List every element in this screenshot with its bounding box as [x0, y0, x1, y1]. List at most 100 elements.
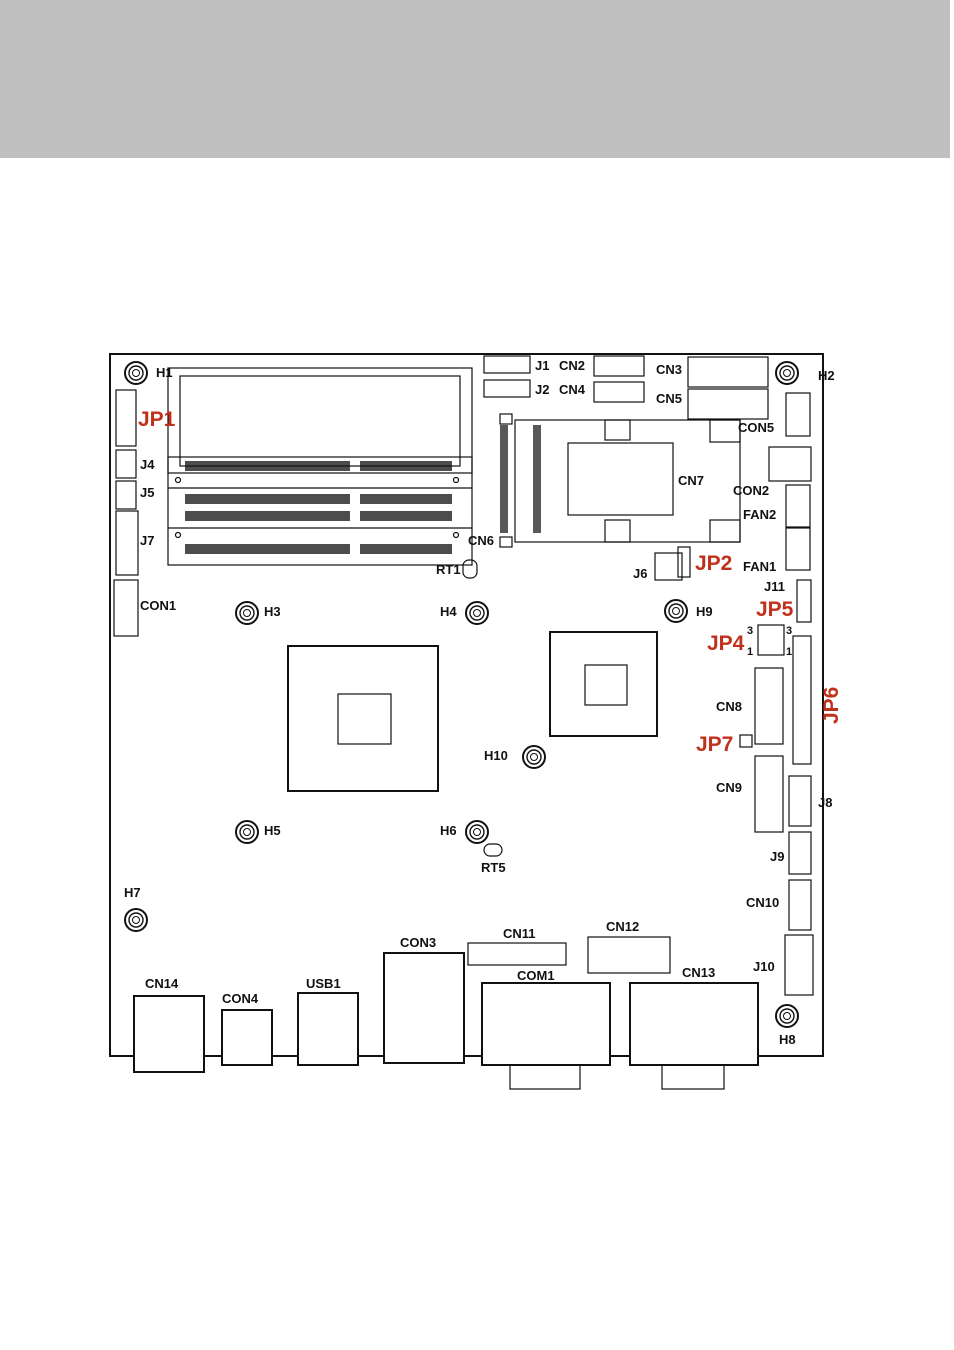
- mounting-hole-h8: [775, 1004, 799, 1028]
- label-cn9: CN9: [716, 780, 742, 795]
- mounting-hole-h5: [235, 820, 259, 844]
- mounting-hole-h9: [664, 599, 688, 623]
- label-j6: J6: [633, 566, 647, 581]
- label-h9: H9: [696, 604, 713, 619]
- label-jp6: JP6: [820, 687, 843, 724]
- cn5-sata: [687, 388, 769, 420]
- label-j5: J5: [140, 485, 154, 500]
- j5-header: [115, 480, 137, 510]
- pin-mark-3-left: 3: [747, 625, 753, 637]
- mounting-hole-h1: [124, 361, 148, 385]
- j7-header: [115, 510, 139, 576]
- label-fan1: FAN1: [743, 559, 776, 574]
- label-cn11: CN11: [503, 926, 536, 941]
- chipset: [549, 631, 658, 737]
- cn13-port: [629, 982, 759, 1066]
- label-con2: CON2: [733, 483, 769, 498]
- label-h8: H8: [779, 1032, 796, 1047]
- mounting-hole-h10: [522, 745, 546, 769]
- pin-mark-3-right: 3: [786, 625, 792, 637]
- label-j11: J11: [764, 579, 785, 594]
- cn13-dsub: [661, 1064, 725, 1090]
- con3-port: [383, 952, 465, 1064]
- j4-header: [115, 449, 137, 479]
- com1-port: [481, 982, 611, 1066]
- fan2-header: [785, 484, 811, 528]
- cn8-connector: [754, 667, 784, 745]
- mounting-hole-h4: [465, 601, 489, 625]
- label-h6: H6: [440, 823, 457, 838]
- header-banner: [0, 0, 950, 158]
- j9-header: [788, 831, 812, 875]
- label-cn8: CN8: [716, 699, 742, 714]
- j1-header: [483, 355, 531, 374]
- con5-header: [785, 392, 811, 437]
- label-cn14: CN14: [145, 976, 179, 991]
- sodimm-sockets: [167, 367, 473, 566]
- label-jp5: JP5: [756, 598, 794, 621]
- j8-header: [788, 775, 812, 827]
- label-cn5: CN5: [656, 391, 682, 406]
- mounting-hole-h7: [124, 908, 148, 932]
- label-h3: H3: [264, 604, 281, 619]
- cn11-header: [467, 942, 567, 966]
- rt1-sensor: [462, 559, 478, 579]
- label-h1: H1: [156, 365, 173, 380]
- label-con4: CON4: [222, 991, 259, 1006]
- cn12-header: [587, 936, 671, 974]
- label-cn12: CN12: [606, 919, 639, 934]
- label-j8: J8: [818, 795, 832, 810]
- label-h4: H4: [440, 604, 457, 619]
- cpu-socket-main: [287, 645, 439, 792]
- cn14-port: [133, 995, 205, 1073]
- label-h5: H5: [264, 823, 281, 838]
- label-fan2: FAN2: [743, 507, 776, 522]
- cn3-sata: [687, 356, 769, 388]
- label-con1: CON1: [140, 598, 176, 613]
- label-h2: H2: [818, 368, 835, 383]
- label-con3: CON3: [400, 935, 436, 950]
- label-j7: J7: [140, 533, 154, 548]
- pin-mark-1-right: 1: [786, 646, 792, 658]
- usb1-port: [297, 992, 359, 1066]
- label-con5: CON5: [738, 420, 774, 435]
- label-h10: H10: [484, 748, 508, 763]
- minipcie-slot: [499, 413, 741, 548]
- com1-dsub: [509, 1064, 581, 1090]
- jp4-jp5-header: [757, 624, 785, 656]
- j2-header: [483, 379, 531, 398]
- j6-header: [654, 552, 683, 581]
- j11-header: [796, 579, 812, 623]
- label-com1: COM1: [517, 968, 555, 983]
- mounting-hole-h2: [775, 361, 799, 385]
- cn10-header: [788, 879, 812, 931]
- label-cn7: CN7: [678, 473, 704, 488]
- jp6-header: [792, 635, 812, 765]
- label-cn3: CN3: [656, 362, 682, 377]
- cn9-connector: [754, 755, 784, 833]
- label-j1: J1: [535, 358, 549, 373]
- cn2-header: [593, 355, 645, 377]
- label-rt5: RT5: [481, 860, 506, 875]
- cn4-header: [593, 381, 645, 403]
- label-cn4: CN4: [559, 382, 586, 397]
- label-jp4: JP4: [707, 632, 745, 655]
- label-usb1: USB1: [306, 976, 341, 991]
- label-j2: J2: [535, 382, 549, 397]
- jp1-header: [115, 389, 137, 447]
- mounting-hole-h6: [465, 820, 489, 844]
- label-jp1: JP1: [138, 408, 176, 431]
- mounting-hole-h3: [235, 601, 259, 625]
- label-cn6: CN6: [468, 533, 494, 548]
- label-j4: J4: [140, 457, 155, 472]
- j10-header: [784, 934, 814, 996]
- jp7-header: [739, 734, 753, 748]
- label-j9: J9: [770, 849, 784, 864]
- label-rt1: RT1: [436, 562, 461, 577]
- con2-power: [768, 446, 812, 482]
- rt5-sensor: [483, 843, 503, 857]
- pin-mark-1-left: 1: [747, 646, 753, 658]
- label-jp7: JP7: [696, 733, 733, 756]
- fan1-header: [785, 527, 811, 571]
